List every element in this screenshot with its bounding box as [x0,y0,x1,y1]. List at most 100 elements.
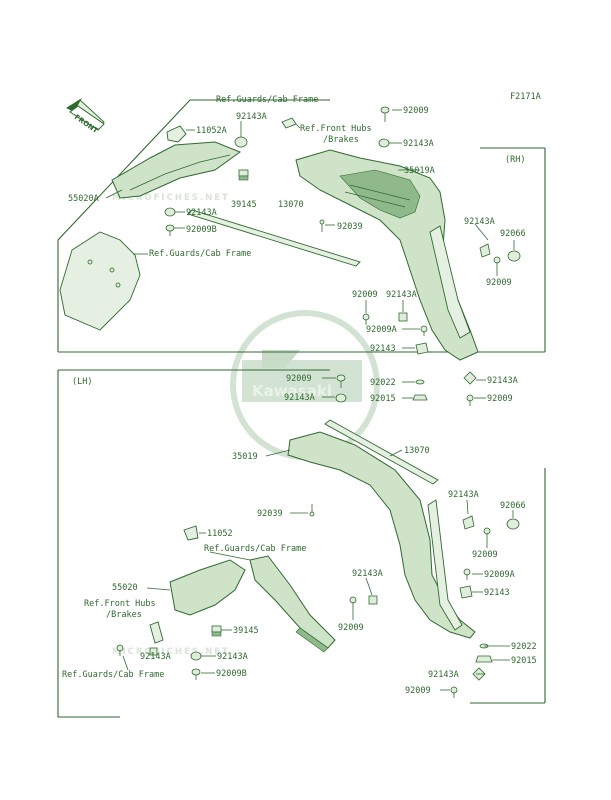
label-ref-guards-lh-bottom: Ref.Guards/Cab Frame [62,670,164,680]
label-11052a: 11052A [196,126,227,136]
label-92039-rh: 92039 [337,222,363,232]
label-92009a-rh: 92009A [366,325,397,335]
bolt-92009-rh-bottom [466,394,474,406]
label-35019: 35019 [232,452,258,462]
nut-92143a-lh-left [190,651,202,661]
label-ref-front-hubs-2: /Brakes [323,135,359,145]
label-92066-rh: 92066 [500,229,526,239]
grommet-92143a-lh-right [462,515,475,530]
label-92009-rh-bottom: 92009 [487,394,513,404]
label-92009-lh-right: 92009 [472,550,498,560]
label-ref-front-hubs-1: Ref.Front Hubs [300,124,372,134]
upper-parts [59,106,521,406]
lower-parts [116,374,520,698]
label-92143a-lh-right: 92143A [448,490,479,500]
label-92022-lh: 92022 [511,642,537,652]
label-ref-guards-mid: Ref.Guards/Cab Frame [149,249,251,259]
label-92015-rh: 92015 [370,394,396,404]
fender-35019 [287,431,476,639]
bolt-92009-lh-right [483,527,491,541]
bracket-11052 [183,525,199,541]
nut-92143-lh [459,585,473,599]
label-92143a-lh-top: 92143A [284,393,315,403]
bolt-92009-rh-right [493,256,501,270]
upper-leader-lines [105,109,515,399]
label-92009-lh-mid: 92009 [338,623,364,633]
label-55020a: 55020A [68,194,99,204]
bolt-92009-rh-top [380,106,390,122]
bolt-ref-guards-lh [116,644,124,656]
label-55020: 55020 [112,583,138,593]
bolt-92009a-rh [420,325,428,336]
mud-flap-rh [59,231,141,331]
bolt-92009b-rh [165,224,175,236]
lower-side-label: (LH) [72,377,92,387]
lower-panel-frame [57,369,546,718]
label-92009b-lh: 92009B [216,669,247,679]
label-92143a-lh-left2: 92143A [140,652,171,662]
label-92009-rh-top: 92009 [403,106,429,116]
guard-55020a [111,141,242,199]
label-92143-rh: 92143 [370,344,396,354]
nut-92015-lh [475,655,493,663]
front-arrow-icon: FRONT [66,98,105,135]
label-92009-lh-bottom: 92009 [405,686,431,696]
grommet-92143a-lh-mid [368,595,378,605]
fender-35019a [295,149,479,361]
upper-labels: Ref.Guards/Cab Frame 92143A 11052A Ref.F… [68,95,526,404]
grommet-92143a-rh-top [378,138,390,148]
label-92143a-lh-bottom: 92143A [428,670,459,680]
label-13070-lh: 13070 [404,446,430,456]
lower-labels: 92009 92143A 35019 13070 92143A 92066 92… [62,374,537,696]
label-ref-guards-top: Ref.Guards/Cab Frame [216,95,318,105]
label-92039-lh: 92039 [257,509,283,519]
grommet-92143a-top [234,136,248,148]
nut-92143-rh [415,342,429,355]
screw-92039-rh [319,219,325,232]
label-92143-lh: 92143 [484,588,510,598]
label-92009b-rh: 92009B [186,225,217,235]
bolt-92009-lh-mid [349,596,357,608]
grommet-92143a-rh-right [479,243,491,258]
label-ref-guards-lh: Ref.Guards/Cab Frame [204,544,306,554]
label-39145-rh: 39145 [231,200,257,210]
plate-ref-front-hubs-rh [281,117,297,129]
label-92143a-rh-left: 92143A [186,208,217,218]
label-92009a-lh: 92009A [484,570,515,580]
label-92022-rh: 92022 [370,378,396,388]
label-92143a-rh-right: 92143A [464,217,495,227]
bolt-92009-lh-top [336,374,346,388]
nut-92015-rh [412,394,428,401]
label-ref-front-hubs-lh-2: /Brakes [106,610,142,620]
figure-id: F2171A [510,92,541,102]
grommet-92143a-lh-left2 [149,647,158,656]
label-92009-rh-mid: 92009 [352,290,378,300]
washer-92022-rh [415,379,425,385]
label-92009-rh-right: 92009 [486,278,512,288]
guard-55020 [169,559,246,616]
bolt-92009b-lh [191,668,201,680]
grommet-92143a-lh-top [335,393,347,403]
bolt-92009-lh-bottom [450,686,458,698]
grommet-92143a-rh-mid [398,312,408,322]
label-35019a: 35019A [404,166,435,176]
label-92143a-rh-mid: 92143A [386,290,417,300]
grommet-92143a-rh-bottom [463,371,477,385]
label-92009-lh-top: 92009 [286,374,312,384]
clip-39145-lh [211,625,222,637]
label-92066-lh: 92066 [500,501,526,511]
label-11052: 11052 [207,529,233,539]
watermark-lower: MICROFICHES.NET [112,647,230,657]
label-92143a-rh-bottom: 92143A [487,376,518,386]
clip-39145-rh [238,169,249,181]
label-13070-rh: 13070 [278,200,304,210]
cap-92066-lh [506,518,520,530]
plate-ref-front-hubs-lh [149,621,164,644]
label-ref-front-hubs-lh-1: Ref.Front Hubs [84,599,156,609]
label-39145-lh: 39145 [233,626,259,636]
lower-leader-lines [122,377,514,691]
strip-13070-rh [187,209,361,267]
label-92143a-lh-mid: 92143A [352,569,383,579]
label-92143a-top: 92143A [236,112,267,122]
